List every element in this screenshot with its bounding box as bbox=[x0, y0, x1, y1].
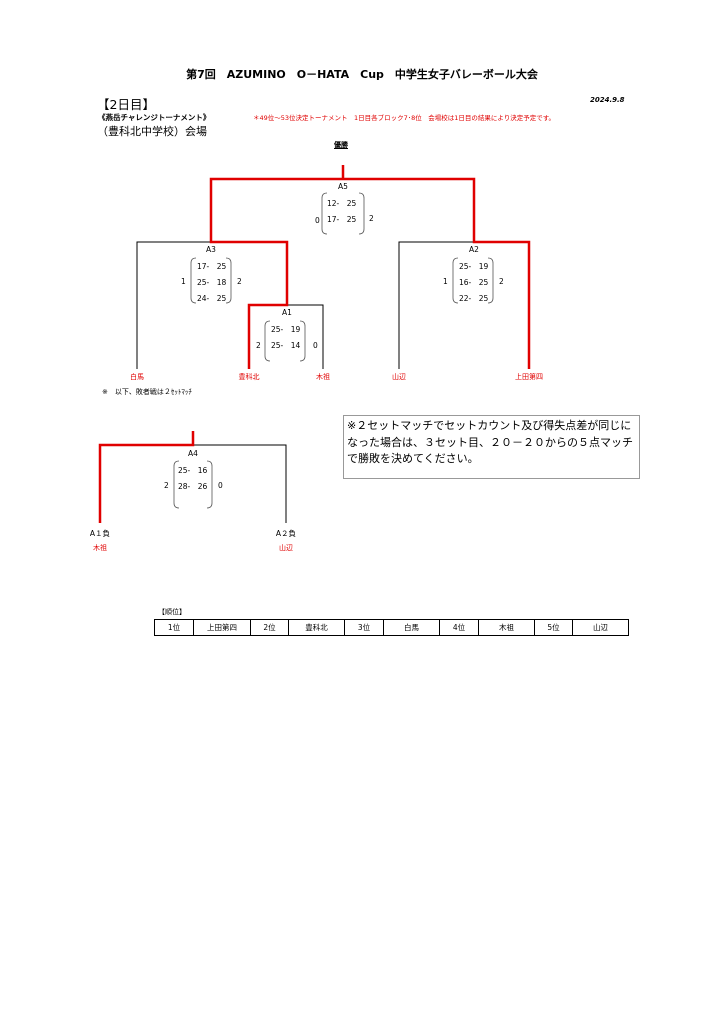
day-label: 【2日目】 bbox=[97, 97, 155, 112]
rank-1-team: 上田第四 bbox=[193, 619, 251, 636]
rank-1-label: 1位 bbox=[154, 619, 194, 636]
rank-5-team: 山辺 bbox=[572, 619, 629, 636]
match-a4-left-sets: 2 bbox=[164, 481, 169, 490]
rank-2-label: 2位 bbox=[250, 619, 289, 636]
team-hakuba: 白馬 bbox=[130, 373, 144, 381]
a2-bracket-left bbox=[452, 257, 459, 304]
loser-bracket-note: ※ 以下、敗者戦は２ｾｯﾄﾏｯﾁ bbox=[102, 388, 192, 396]
match-a4-score-2: 28- 26 bbox=[178, 482, 208, 491]
match-a5-score-1: 12- 25 bbox=[327, 199, 357, 208]
match-a2-label: A2 bbox=[469, 245, 479, 254]
match-a1-label: A1 bbox=[282, 308, 292, 317]
line-a1-right bbox=[287, 304, 324, 369]
match-a2-score-2: 16- 25 bbox=[459, 278, 489, 287]
a4-slot-right-team: 山辺 bbox=[279, 544, 293, 552]
bracket-lines-winner bbox=[98, 165, 531, 523]
ranking-title: 【順位】 bbox=[158, 608, 186, 616]
a4-slot-right-label: A２負 bbox=[275, 529, 297, 538]
rank-4-team: 木祖 bbox=[478, 619, 535, 636]
line-winner-right bbox=[343, 177, 531, 369]
event-date: 2024.9.8 bbox=[590, 96, 625, 104]
match-a2-left-sets: 1 bbox=[443, 277, 448, 286]
match-a5-label: A5 bbox=[338, 182, 348, 191]
match-a4-score-1: 25- 16 bbox=[178, 466, 208, 475]
score-brackets bbox=[173, 192, 494, 509]
match-a3-score-3: 24- 25 bbox=[197, 294, 227, 303]
match-a2-score-3: 22- 25 bbox=[459, 294, 489, 303]
team-yamabe: 山辺 bbox=[392, 373, 406, 381]
match-a1-right-sets: 0 bbox=[313, 341, 318, 350]
match-a5-left-sets: 0 bbox=[315, 216, 320, 225]
a5-bracket-right bbox=[358, 192, 365, 235]
match-a4-label: A4 bbox=[188, 449, 198, 458]
match-a3-label: A3 bbox=[206, 245, 216, 254]
match-a3-score-1: 17- 25 bbox=[197, 262, 227, 271]
tournament-note: ＊49位～53位決定トーナメント 1日目各ブロック7･8位 会場校は1日目の結果… bbox=[253, 114, 556, 122]
a4-bracket-left bbox=[173, 460, 180, 509]
rank-3-label: 3位 bbox=[344, 619, 384, 636]
venue-label: （豊科北中学校）会場 bbox=[97, 125, 207, 138]
a1-bracket-right bbox=[299, 320, 306, 362]
rank-2-team: 豊科北 bbox=[288, 619, 345, 636]
line-winner-left bbox=[209, 177, 343, 369]
rank-4-label: 4位 bbox=[439, 619, 479, 636]
rank-5-label: 5位 bbox=[534, 619, 573, 636]
line-a4-right bbox=[193, 444, 287, 523]
match-a2-right-sets: 2 bbox=[499, 277, 504, 286]
match-a5-right-sets: 2 bbox=[369, 214, 374, 223]
match-a3-score-2: 25- 18 bbox=[197, 278, 227, 287]
page-title: 第7回 AZUMINO O－HATA Cup 中学生女子バレーボール大会 bbox=[186, 68, 538, 81]
team-ueda-daiyon: 上田第四 bbox=[515, 373, 543, 381]
match-a4-right-sets: 0 bbox=[218, 481, 223, 490]
a3-bracket-right bbox=[225, 257, 232, 304]
a3-bracket-left bbox=[190, 257, 197, 304]
line-a2-left bbox=[398, 241, 474, 369]
team-toyoshina-kita: 豊科北 bbox=[238, 373, 260, 381]
match-a1-score-2: 25- 14 bbox=[271, 341, 301, 350]
final-label: 優勝 bbox=[334, 141, 348, 149]
line-a4-winner bbox=[98, 431, 195, 523]
match-a1-left-sets: 2 bbox=[256, 341, 261, 350]
a5-bracket-left bbox=[321, 192, 328, 235]
a4-slot-left-team: 木祖 bbox=[93, 544, 107, 552]
ranking-table: 1位 上田第四 2位 豊科北 3位 白馬 4位 木祖 5位 山辺 bbox=[154, 619, 629, 636]
a4-bracket-right bbox=[206, 460, 213, 509]
match-a5-score-2: 17- 25 bbox=[327, 215, 357, 224]
match-a3-right-sets: 2 bbox=[237, 277, 242, 286]
match-a2-score-1: 25- 19 bbox=[459, 262, 489, 271]
a1-bracket-left bbox=[264, 320, 271, 362]
match-a1-score-1: 25- 19 bbox=[271, 325, 301, 334]
a4-slot-left-label: A１負 bbox=[89, 529, 111, 538]
tiebreak-rule-note: ※２セットマッチでセットカウント及び得失点差が同じになった場合は、３セット目、２… bbox=[343, 415, 640, 479]
ranking-row: 1位 上田第四 2位 豊科北 3位 白馬 4位 木祖 5位 山辺 bbox=[154, 619, 629, 636]
a2-bracket-right bbox=[487, 257, 494, 304]
line-a3-left bbox=[136, 241, 211, 369]
match-a3-left-sets: 1 bbox=[181, 277, 186, 286]
team-kiso: 木祖 bbox=[316, 373, 330, 381]
tournament-name: 《燕岳チャレンジトーナメント》 bbox=[98, 113, 211, 122]
bracket-lines-black bbox=[136, 241, 474, 523]
rank-3-team: 白馬 bbox=[383, 619, 440, 636]
